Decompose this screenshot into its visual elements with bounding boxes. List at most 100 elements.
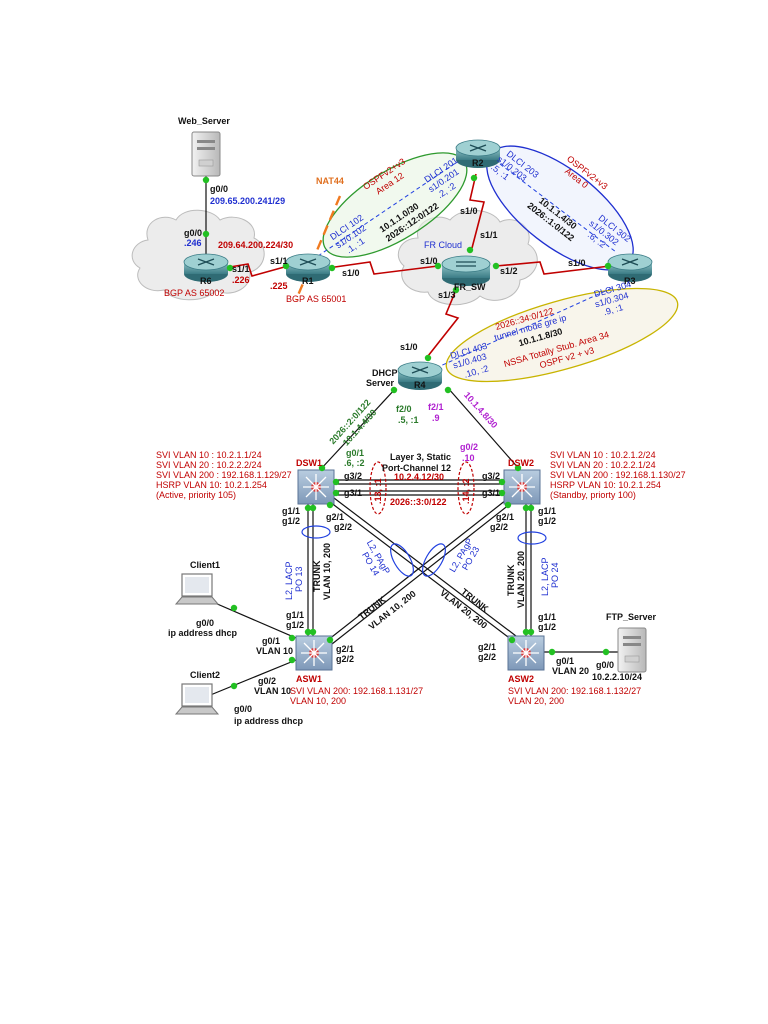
r1-r2-pvc [317, 159, 461, 257]
r2-s10: s1/0 [460, 206, 478, 216]
asw2-g01: g0/1 [556, 656, 574, 666]
dsw1-svi-2: SVI VLAN 20 : 10.2.2.2/24 [156, 460, 262, 470]
dsw1-g22: g2/2 [334, 522, 352, 532]
r4-f21: f2/1 [428, 402, 444, 412]
dsw2-g31: g3/1 [482, 488, 500, 498]
dsw2-g02: g0/2 [460, 442, 478, 452]
dsw1-asw2-a [329, 501, 513, 641]
dsw2-asw1-a [327, 499, 507, 641]
ftp-net: 10.2.2.10/24 [592, 672, 642, 682]
r3-label: R3 [624, 276, 636, 286]
lacp-left-1: L2, LACP [284, 561, 294, 600]
r2-router-icon[interactable] [455, 139, 501, 168]
asw1-label: ASW1 [296, 674, 322, 684]
r3-s10: s1/0 [568, 258, 586, 268]
asw1-vlan10b: VLAN 10 [254, 686, 291, 696]
dsw1-label: DSW1 [296, 458, 322, 468]
client1-asw1 [207, 599, 297, 639]
web-g00: g0/0 [210, 184, 228, 194]
r4-f21-addr: .9 [432, 413, 440, 423]
dsw1-svi-1: SVI VLAN 10 : 10.2.1.1/24 [156, 450, 262, 460]
dsw1-g32: g3/2 [344, 471, 362, 481]
dsw2-asw1-b [331, 503, 511, 645]
client2-label: Client2 [190, 670, 220, 680]
r1-s11: s1/1 [270, 256, 288, 266]
asw1-switch-icon[interactable] [295, 635, 333, 671]
r6-s11: s1/1 [232, 264, 250, 274]
asw1-g02: g0/2 [258, 676, 276, 686]
bgp-65002: BGP AS 65002 [164, 288, 224, 298]
asw1-g01: g0/1 [262, 636, 280, 646]
r6-226: .226 [232, 275, 250, 285]
r4-router-icon[interactable] [397, 361, 443, 390]
client1-ip: ip address dhcp [168, 628, 238, 638]
ftp-server-label: FTP_Server [606, 612, 657, 622]
po-right: .14, :2 [461, 478, 471, 504]
po-left: .13, :1 [373, 478, 383, 504]
dsw2-g11: g1/1 [538, 506, 556, 516]
asw2-svi-2: VLAN 20, 200 [508, 696, 564, 706]
dsw2-g21: g2/1 [496, 512, 514, 522]
dsw2-g12: g1/2 [538, 516, 556, 526]
asw2-label: ASW2 [508, 674, 534, 684]
client2-g00: g0/0 [234, 704, 252, 714]
web-server-icon[interactable] [191, 131, 221, 177]
r4-dsw1-link [319, 387, 397, 471]
dhcp-label-line2: Server [366, 378, 395, 388]
frsw-switch-icon[interactable] [441, 255, 491, 286]
pc12-left-oval [369, 461, 387, 515]
nssa-area34-ellipse [445, 287, 679, 383]
client2-laptop-icon[interactable] [174, 683, 220, 715]
ftp-server-icon[interactable] [617, 627, 647, 673]
r1-225: .225 [270, 281, 288, 291]
r3-router-icon[interactable] [607, 253, 653, 282]
dsw2-svi-2: SVI VLAN 20 : 10.2.2.1/24 [550, 460, 656, 470]
asw2-vlan20: VLAN 20 [552, 666, 589, 676]
po23-oval [422, 543, 446, 577]
dsw1-svi-5: (Active, priority 105) [156, 490, 236, 500]
dhcp-label-line1: DHCP [372, 368, 398, 378]
r1-label: R1 [302, 276, 314, 286]
dsw2-svi-4: HSRP VLAN 10: 10.2.1.254 [550, 480, 661, 490]
r2-r3-pvc [499, 163, 617, 253]
r6-246: .246 [184, 238, 202, 248]
lacp-right-1: L2, LACP [540, 557, 550, 596]
asw1-vlan10a: VLAN 10 [256, 646, 293, 656]
frsw-s13: s1/3 [438, 290, 456, 300]
r6-net: 209.64.200.224/30 [218, 240, 293, 250]
lacp-left-2: PO 13 [294, 566, 304, 592]
client1-laptop-icon[interactable] [174, 573, 220, 605]
asw1-g22: g2/2 [336, 654, 354, 664]
client2-asw1 [207, 659, 297, 697]
frsw-r3-serial [495, 261, 611, 275]
dsw1-g01: g0/1 [346, 448, 364, 458]
dsw2-switch-icon[interactable] [503, 469, 541, 505]
dsw1-svi-3: SVI VLAN 200 : 192.168.1.129/27 [156, 470, 292, 480]
dsw1-g01-addr: .6, :2 [344, 458, 365, 468]
r1-router-icon[interactable] [285, 253, 331, 282]
ftp-g00: g0/0 [596, 660, 614, 670]
port-channel-ovals [301, 461, 547, 577]
pc-v4: 10.2.4.12/30 [394, 472, 444, 482]
r6-r1-serial [223, 263, 289, 277]
dsw2-svi-5: (Standby, priorty 100) [550, 490, 636, 500]
po13-oval [301, 525, 331, 539]
pc-v6: 2026::3:0/122 [390, 497, 447, 507]
asw1-svi-2: VLAN 10, 200 [290, 696, 346, 706]
r4-f20: f2/0 [396, 404, 412, 414]
dsw1-g11: g1/1 [282, 506, 300, 516]
dsw1-switch-icon[interactable] [297, 469, 335, 505]
nat44-boundary-line [294, 195, 342, 301]
r6-router-icon[interactable] [183, 253, 229, 282]
dsw1-svi-4: HSRP VLAN 10: 10.2.1.254 [156, 480, 267, 490]
dsw1-g12: g1/2 [282, 516, 300, 526]
r4-f20-addr: .5, :1 [398, 415, 419, 425]
r6-label: R6 [200, 276, 212, 286]
vlan-right: VLAN 20, 200 [516, 551, 526, 608]
dsw1-g31: g3/1 [344, 488, 362, 498]
frsw-s11: s1/1 [480, 230, 498, 240]
dsw2-g32: g3/2 [482, 471, 500, 481]
dsw1-asw2-b [333, 497, 517, 637]
trunk-left: TRUNK [312, 560, 322, 592]
